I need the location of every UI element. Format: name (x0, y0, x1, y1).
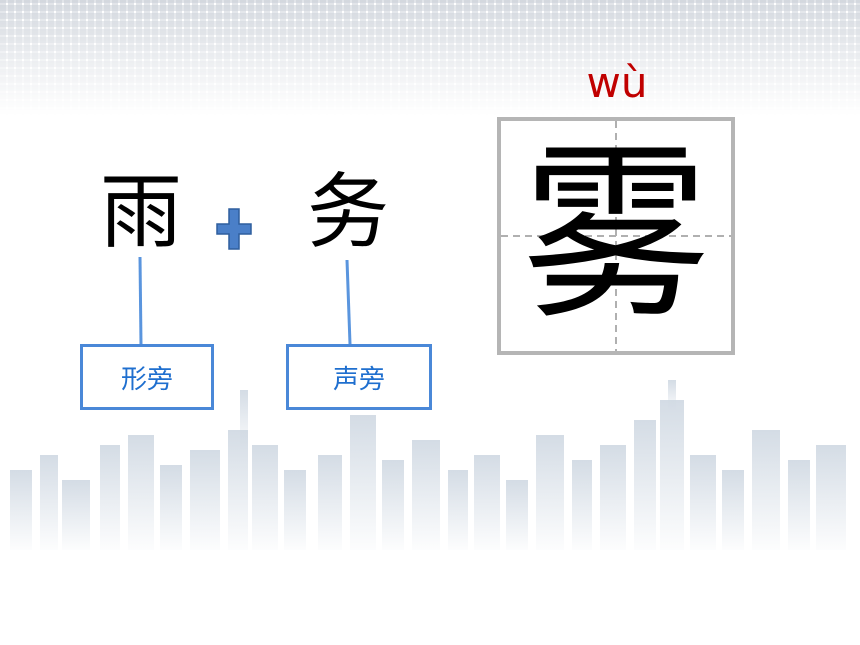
semantic-radical-label: 形旁 (120, 364, 173, 395)
pinyin-text: wù (586, 58, 648, 107)
phonetic-connector-line (345, 259, 352, 345)
tianzige-grid: 雾 (497, 117, 735, 355)
semantic-connector-line (138, 256, 143, 346)
plus-icon (216, 208, 252, 250)
pixel-grid-header-decoration (0, 0, 860, 115)
grid-guide-lines (501, 121, 731, 351)
phonetic-radical-label: 声旁 (332, 364, 385, 395)
city-skyline-decoration (10, 380, 846, 550)
phonetic-radical-label-box: 声旁 (286, 344, 432, 410)
semantic-radical-label-box: 形旁 (80, 344, 214, 410)
phonetic-component-char: 务 (307, 165, 390, 260)
semantic-component-char: 雨 (100, 165, 183, 260)
result-char: 雾 (522, 126, 710, 345)
